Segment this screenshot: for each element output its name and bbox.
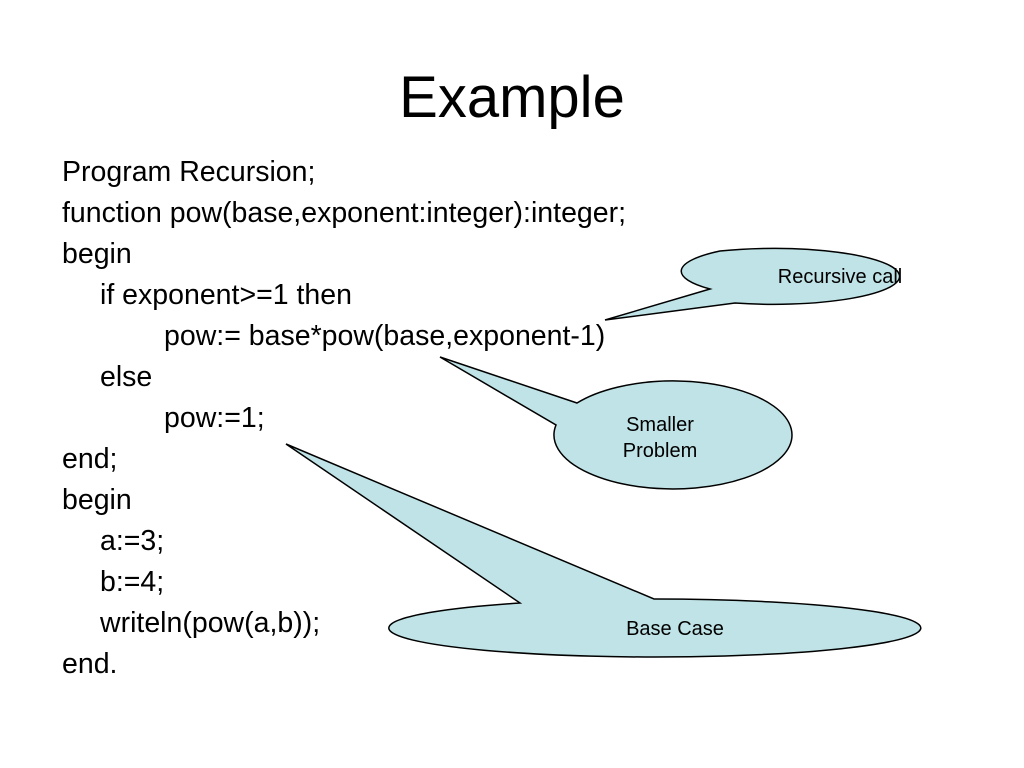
code-line-assign-b: b:=4; — [100, 566, 165, 598]
code-line-else: else — [100, 361, 153, 393]
code-line-assign-a: a:=3; — [100, 525, 165, 557]
slide-title: Example — [399, 65, 625, 130]
code-line-program: Program Recursion; — [62, 156, 316, 188]
base-case-callout — [285, 443, 922, 658]
recursive-call-label: Recursive call — [777, 266, 903, 288]
code-line-function: function pow(base,exponent:integer):inte… — [62, 197, 627, 229]
code-line-end-function: end; — [62, 443, 118, 475]
smaller-problem-callout — [439, 356, 793, 490]
code-line-pow-base: pow:=1; — [164, 402, 265, 434]
base-case-label: Base Case — [626, 618, 724, 640]
code-line-begin-1: begin — [62, 238, 132, 270]
smaller-problem-label-line1: Smaller — [626, 414, 694, 436]
code-line-if: if exponent>=1 then — [100, 279, 352, 311]
smaller-problem-label-line2: Problem — [622, 440, 698, 462]
recursive-call-callout — [604, 247, 901, 321]
code-line-end-program: end. — [62, 648, 118, 680]
code-line-writeln: writeln(pow(a,b)); — [100, 607, 321, 639]
code-line-begin-2: begin — [62, 484, 132, 516]
code-line-pow-recursive: pow:= base*pow(base,exponent-1) — [164, 320, 606, 352]
